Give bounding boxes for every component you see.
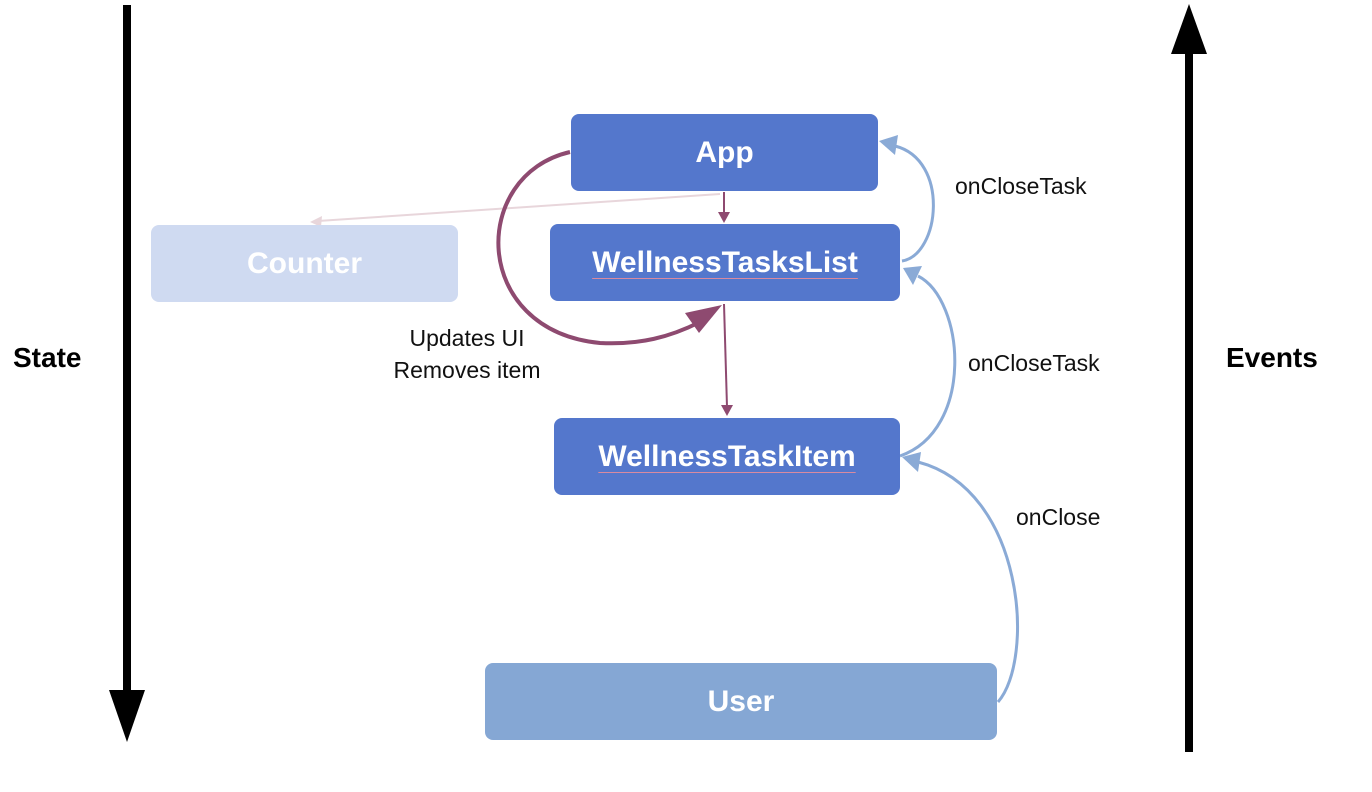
user-node: User <box>485 663 997 740</box>
list-to-app-event-arrow <box>894 144 935 263</box>
wellness-task-item-label: WellnessTaskItem <box>598 439 856 473</box>
app-to-list-arrowhead <box>718 212 730 223</box>
item-to-list-event-arrowhead <box>903 266 922 285</box>
counter-node: Counter <box>151 225 458 302</box>
counter-node-label: Counter <box>247 246 362 280</box>
state-axis-label: State <box>13 342 82 373</box>
updates-ui-line: Updates UI <box>409 325 525 351</box>
app-node: App <box>571 114 878 191</box>
on-close-task-label-top: onCloseTask <box>955 173 1087 199</box>
events-axis-arrowhead <box>1171 4 1207 54</box>
list-to-app-event-arrowhead <box>879 135 898 155</box>
wellness-tasks-list-label: WellnessTasksList <box>592 245 858 279</box>
on-close-task-label-middle: onCloseTask <box>968 350 1100 376</box>
wellness-task-item-node: WellnessTaskItem <box>554 418 900 495</box>
wellness-tasks-list-node: WellnessTasksList <box>550 224 900 301</box>
app-to-counter-arrow <box>317 193 721 222</box>
update-loop-arrowhead <box>685 305 722 333</box>
removes-item-line: Removes item <box>393 357 541 383</box>
user-to-item-event-arrowhead <box>902 452 921 472</box>
updates-ui-label: Updates UI Removes item <box>357 322 577 386</box>
on-close-label: onClose <box>1016 504 1101 530</box>
update-loop-arrow <box>496 150 701 346</box>
user-to-item-event-arrow <box>917 460 1019 703</box>
app-to-counter-arrowhead <box>310 216 322 227</box>
list-to-item-arrowhead <box>721 405 733 416</box>
state-axis-arrowhead <box>109 690 145 742</box>
user-node-label: User <box>707 684 775 718</box>
app-node-label: App <box>695 135 754 169</box>
list-to-item-arrow <box>723 303 728 408</box>
events-axis-label: Events <box>1226 342 1318 373</box>
item-to-list-event-arrow <box>899 274 957 458</box>
